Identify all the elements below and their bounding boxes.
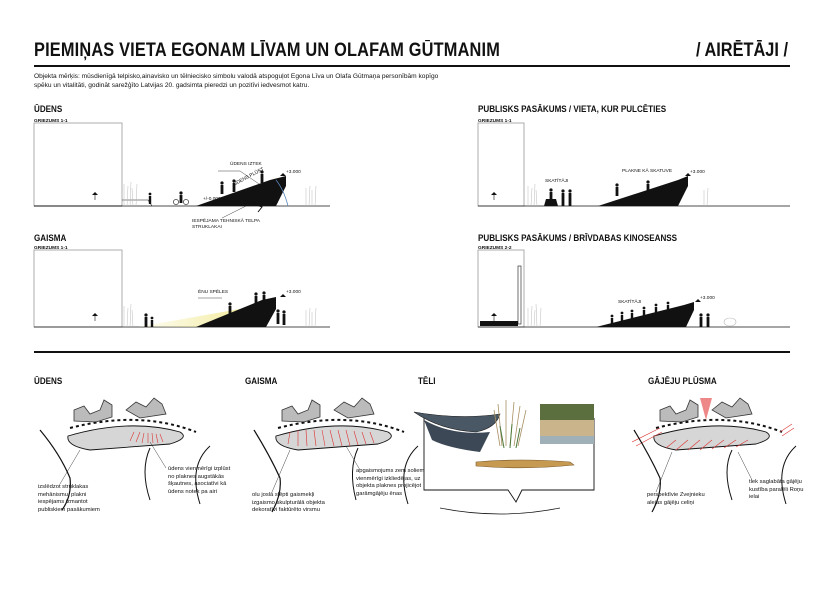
section-pasakums-2-drawing xyxy=(477,249,790,328)
speech-bubble xyxy=(423,418,595,503)
boat-image xyxy=(413,411,501,433)
middle-divider xyxy=(34,351,790,353)
header-divider xyxy=(34,65,790,67)
figures xyxy=(610,301,710,327)
building-block xyxy=(659,399,699,423)
pedestrian-hatch xyxy=(631,423,795,451)
building-block xyxy=(73,399,113,423)
section-title-pasakums-2: PUBLISKS PASĀKUMS / BRĪVDABAS KINOSEANSS xyxy=(478,233,678,244)
plan-sculpture xyxy=(275,425,392,451)
building-block xyxy=(281,399,321,423)
reeds xyxy=(527,183,709,207)
existing-building xyxy=(33,122,123,207)
plan-gajeju xyxy=(631,397,797,513)
bottom-title-udens: ŪDENS xyxy=(34,376,63,387)
project-tag: / AIRĒTĀJI / xyxy=(695,40,788,61)
note-gajeju-left: perspektīvie Zvejnieku alejas gājēju cel… xyxy=(647,492,705,506)
note-udens-left: izslēdzot strūklakas mehānismu, plakni i… xyxy=(38,484,100,513)
existing-building xyxy=(477,122,525,207)
existing-building xyxy=(33,249,123,328)
plan-gaisma xyxy=(253,397,419,513)
section-title-udens: ŪDENS xyxy=(34,104,63,115)
note-gaisma-left: olu joslā slēpti gaismekļi izgaismo skul… xyxy=(252,492,325,514)
section-udens-drawing xyxy=(33,122,330,219)
level-label: +/-0.000 xyxy=(203,197,221,202)
annotation-label: ŪDENS IZTEK xyxy=(230,162,262,167)
building-block xyxy=(125,397,167,419)
intro-text: Objekta mērķis: mūsdienīgā telpisko,aina… xyxy=(34,73,439,89)
boat-hull xyxy=(424,420,490,452)
cinema-screen xyxy=(517,265,522,325)
annotation-label: PLAKNE KĀ SKATUVE xyxy=(622,169,673,174)
section-sub-pasakums-1: GRIEZUMS 1-1 xyxy=(478,119,512,124)
annotation-label: SKATĪTĀJI xyxy=(545,179,569,184)
water-lines xyxy=(129,431,164,444)
water-flow xyxy=(275,179,289,207)
annotation-label: ĒNU SPĒLES xyxy=(198,290,229,295)
section-title-pasakums-1: PUBLISKS PASĀKUMS / VIETA, KUR PULCĒTIES xyxy=(478,104,667,115)
annotation-label: IESPĒJAMA TEHNISKĀ TELPA STRUKLAKAI xyxy=(192,219,260,230)
figures xyxy=(544,180,650,206)
section-title-gaisma: GAISMA xyxy=(34,233,67,244)
sculpture-plane xyxy=(596,302,694,327)
level-label: +3.000 xyxy=(690,170,705,175)
figures xyxy=(144,291,286,327)
bottom-title-gaisma: GAISMA xyxy=(245,376,278,387)
annotation-label: SKATĪTĀJI xyxy=(618,300,642,305)
building-block xyxy=(711,397,753,419)
sculpture-plane xyxy=(598,176,688,206)
teli-collage xyxy=(413,400,595,515)
section-pasakums-1-drawing xyxy=(477,122,790,207)
page-title: PIEMIŅAS VIETA EGONAM LĪVAM UN OLAFAM GŪ… xyxy=(34,40,501,61)
level-label: +3.000 xyxy=(286,170,301,175)
section-sub-pasakums-2: GRIEZUMS 2-2 xyxy=(478,246,512,251)
reeds xyxy=(123,303,317,328)
grass-image xyxy=(493,400,527,447)
section-gaisma-drawing xyxy=(33,249,330,328)
plan-sculpture xyxy=(67,425,184,451)
building-block xyxy=(333,397,375,419)
note-gajeju-right: tiek saglabāta gājēju kustība paralēli R… xyxy=(749,479,804,501)
sculpture-plane xyxy=(196,176,286,206)
plan-udens xyxy=(39,397,211,511)
existing-building xyxy=(477,249,525,328)
pedestrian-flow xyxy=(700,398,712,420)
section-sub-gaisma: GRIEZUMS 1-1 xyxy=(34,246,68,251)
oar-image xyxy=(475,459,575,469)
bottom-title-gajeju: GĀJĒJU PLŪSMA xyxy=(648,376,717,387)
bottom-title-teli: TĒLI xyxy=(418,376,436,387)
figures xyxy=(148,170,264,205)
note-gaisma-right: apgaismojums zem soliem vienmērīgi izkli… xyxy=(356,468,425,497)
section-sub-udens: GRIEZUMS 1-1 xyxy=(34,119,68,124)
level-label: +3.000 xyxy=(700,296,715,301)
grass-blades xyxy=(499,423,521,449)
reeds xyxy=(527,303,542,328)
light-lines xyxy=(287,429,375,447)
level-label: +3.000 xyxy=(286,290,301,295)
reeds xyxy=(123,181,317,207)
plan-sculpture xyxy=(653,425,770,451)
